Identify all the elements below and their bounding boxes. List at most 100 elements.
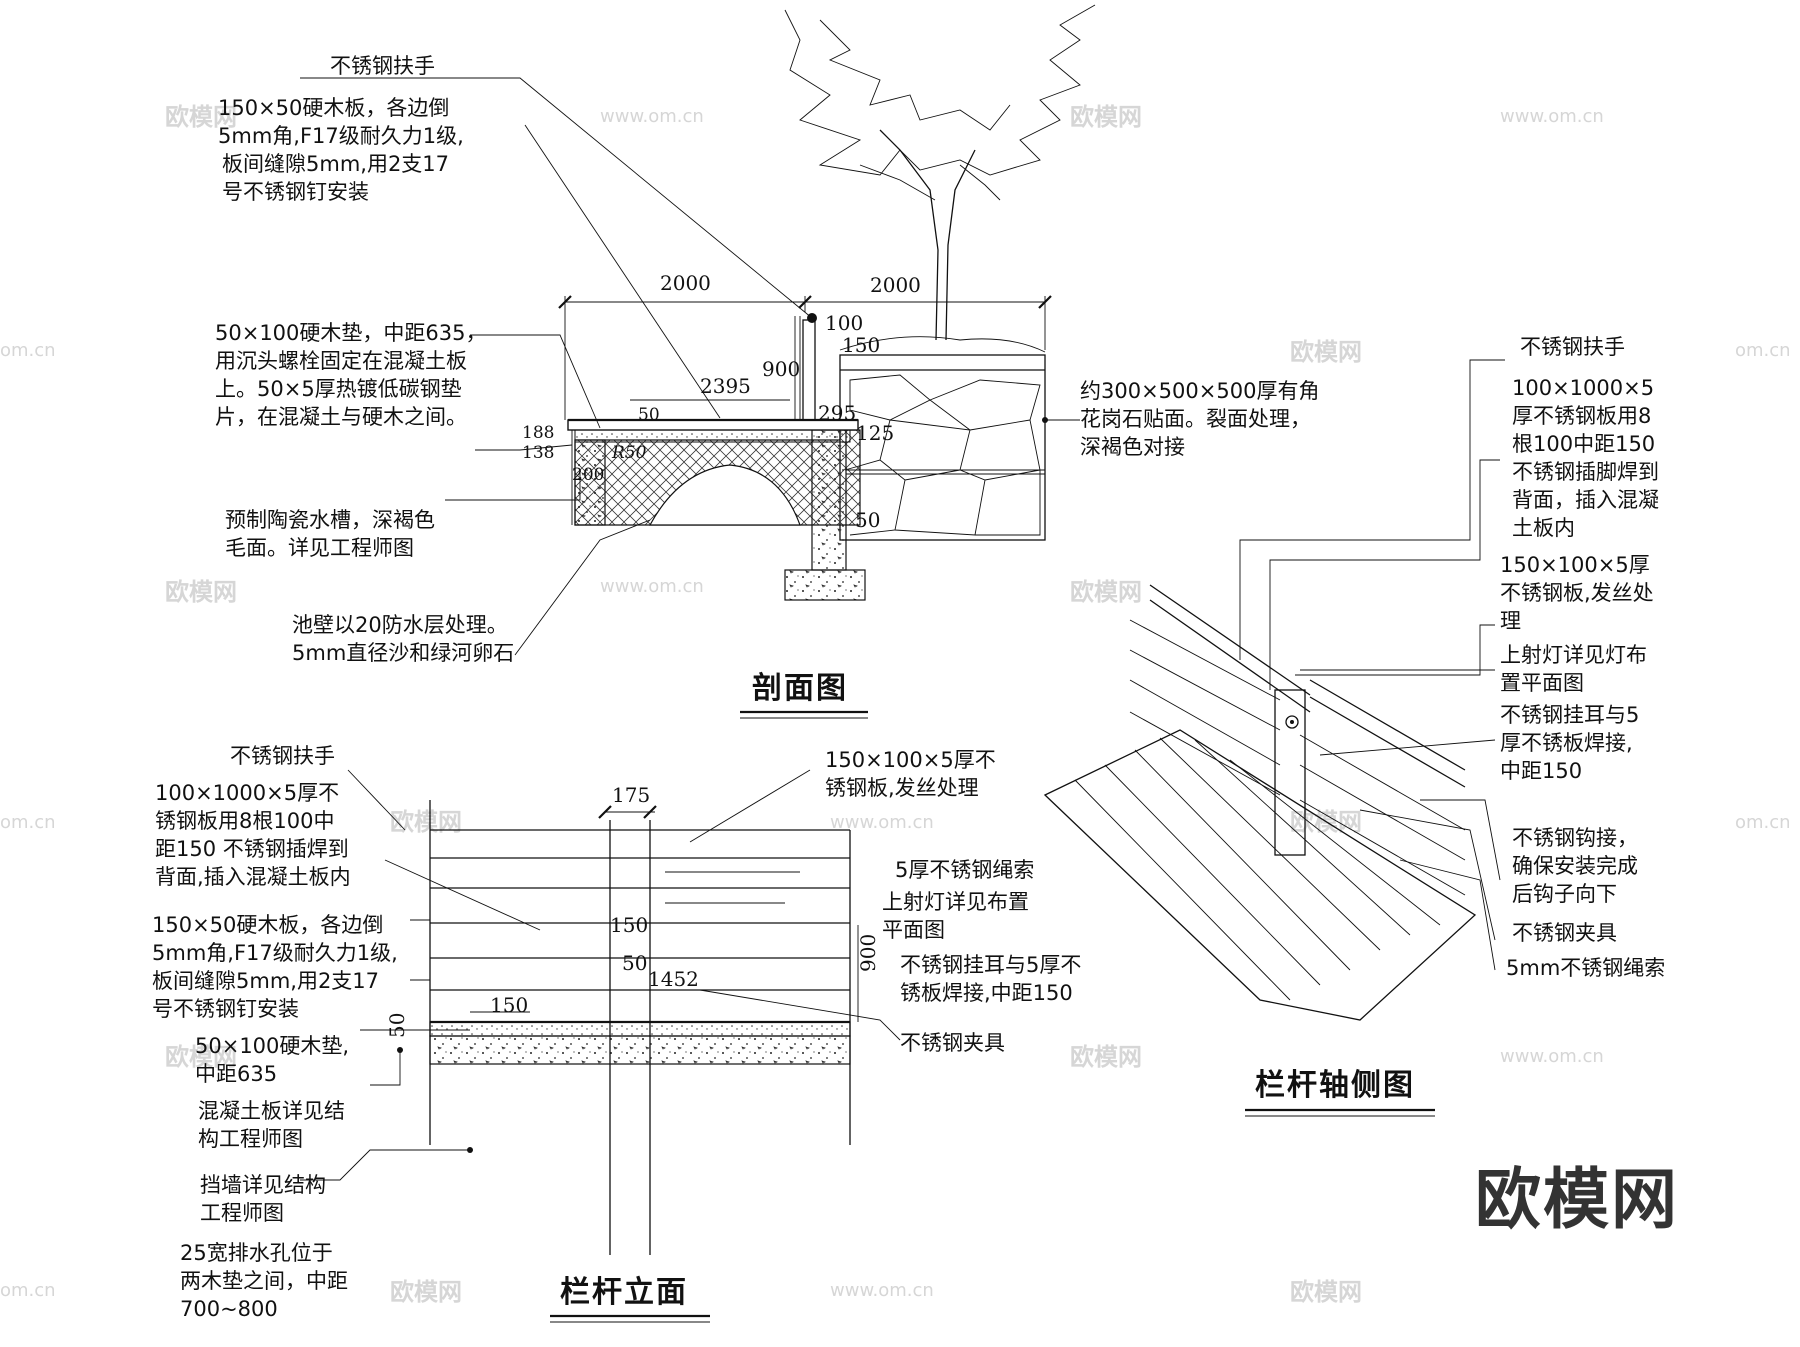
- label-plate: 不锈钢插脚焊到: [1512, 460, 1659, 484]
- dim-text: 295: [818, 401, 856, 425]
- label-board: 号不锈钢钉安装: [152, 997, 299, 1021]
- tree-illustration: [784, 4, 1096, 353]
- label-slab: 构工程师图: [198, 1127, 303, 1151]
- label-clamp: 不锈钢夹具: [900, 1031, 1005, 1055]
- dim-text: 100: [825, 311, 863, 335]
- label-granite: 约300×500×500厚有角: [1080, 379, 1319, 403]
- elevation-dimensions: 175 150 50 1452 900 150 50: [385, 783, 880, 1038]
- axon-title: 栏杆轴侧图: [1245, 1068, 1435, 1117]
- dim-text: 125: [856, 421, 894, 445]
- label-lug: 厚不锈板焊接,: [1500, 731, 1633, 755]
- label-pool: 5mm直径沙和绿河卵石: [292, 641, 514, 665]
- dim-text: 50: [385, 1013, 409, 1038]
- label-board: 板间缝隙5mm,用2支17: [222, 152, 449, 176]
- label-lug: 锈板焊接,中距150: [900, 981, 1073, 1005]
- label-handrail: 不锈钢扶手: [330, 54, 435, 78]
- watermark-url: www.om.cn: [830, 1280, 934, 1301]
- watermark-url: www.om.cn: [600, 106, 704, 127]
- label-drain: 两木垫之间，中距: [180, 1269, 348, 1293]
- watermark-text: 欧模网: [1290, 1278, 1362, 1306]
- section-title: 剖面图: [740, 671, 868, 719]
- dim-text: 50: [638, 405, 660, 425]
- section-drawing: 2000 2000 100 150 900 2395 50 295 188 13…: [215, 4, 1319, 719]
- watermark-url: om.cn: [0, 1280, 56, 1301]
- label-joist: 上。50×5厚热镀低碳钢垫: [215, 377, 462, 401]
- watermark-layer: 欧模网 欧模网 欧模网 欧模网 欧模网 欧模网 欧模网 欧模网 欧模网 欧模网 …: [0, 103, 1791, 1306]
- watermark-url: www.om.cn: [830, 812, 934, 833]
- watermark-text: 欧模网: [165, 1043, 237, 1071]
- label-light: 上射灯详见灯布: [1500, 643, 1647, 667]
- label-plate: 背面,插入混凝土板内: [155, 865, 351, 889]
- dim-text: 150: [610, 913, 648, 937]
- elevation-title: 栏杆立面: [550, 1275, 710, 1323]
- watermark-url: www.om.cn: [600, 576, 704, 597]
- elevation-leaders: [300, 769, 901, 1181]
- label-light: 置平面图: [1500, 671, 1584, 695]
- watermark-text: 欧模网: [1070, 103, 1142, 131]
- dim-text: 2395: [700, 374, 751, 398]
- label-board: 板间缝隙5mm,用2支17: [152, 969, 379, 993]
- watermark-url: om.cn: [1735, 812, 1791, 833]
- label-gutter: 毛面。详见工程师图: [225, 536, 414, 560]
- section-leaders: [300, 77, 1080, 656]
- dim-text: 900: [762, 357, 800, 381]
- label-joist: 用沉头螺栓固定在混凝土板: [215, 349, 467, 373]
- label-top-plate: 150×100×5厚不: [825, 748, 996, 772]
- watermark-text: 欧模网: [1290, 338, 1362, 366]
- section-labels: 不锈钢扶手 150×50硬木板，各边倒 5mm角,F17级耐久力1级, 板间缝隙…: [215, 54, 1319, 665]
- label-wall: 工程师图: [200, 1201, 284, 1225]
- dim-text: R50: [611, 443, 647, 463]
- dim-text: 175: [612, 783, 650, 807]
- section-dimensions: 2000 2000 100 150 900 2395 50 295 188 13…: [522, 271, 1052, 532]
- label-plate: 100×1000×5: [1512, 376, 1654, 400]
- dim-text: 50: [622, 951, 647, 975]
- axon-title-text: 栏杆轴侧图: [1255, 1068, 1415, 1103]
- label-hook: 后钩子向下: [1512, 882, 1617, 906]
- deck-surface: [567, 418, 859, 443]
- watermark-url: www.om.cn: [1500, 106, 1604, 127]
- label-plate: 根100中距150: [1512, 432, 1655, 456]
- watermark-text: 欧模网: [165, 578, 237, 606]
- dim-text: 138: [522, 443, 554, 463]
- dim-text: 188: [522, 423, 554, 443]
- dim-text: 50: [855, 508, 880, 532]
- brand-logo: 欧模网: [1475, 1161, 1679, 1238]
- elevation-title-text: 栏杆立面: [560, 1275, 688, 1310]
- label-granite: 花岗石贴面。裂面处理，: [1080, 407, 1311, 431]
- dim-text: 2000: [870, 273, 921, 297]
- label-slab: 混凝土板详见结: [198, 1099, 345, 1123]
- watermark-url: om.cn: [0, 340, 56, 361]
- watermark-text: 欧模网: [1070, 578, 1142, 606]
- watermark-text: 欧模网: [165, 103, 237, 131]
- axon-labels: 不锈钢扶手 100×1000×5 厚不锈钢板用8 根100中距150 不锈钢插脚…: [1500, 335, 1665, 980]
- watermark-url: www.om.cn: [1500, 1046, 1604, 1067]
- dim-text: 150: [490, 993, 528, 1017]
- label-plate: 距150 不锈钢插焊到: [155, 837, 349, 861]
- label-handrail: 不锈钢扶手: [230, 744, 335, 768]
- elevation-drawing: 175 150 50 1452 900 150 50: [152, 744, 1081, 1323]
- label-lug: 不锈钢挂耳与5: [1500, 703, 1639, 727]
- label-joist: 片，在混凝土与硬木之间。: [215, 405, 467, 429]
- watermark-url: om.cn: [1735, 340, 1791, 361]
- label-handrail: 不锈钢扶手: [1520, 335, 1625, 359]
- axon-rails: [1129, 584, 1466, 896]
- label-cable: 5mm不锈钢绳索: [1506, 956, 1665, 980]
- axon-deck: [1043, 729, 1477, 1021]
- label-top-plate: 理: [1500, 609, 1521, 633]
- label-granite: 深褐色对接: [1080, 435, 1185, 459]
- label-hook: 不锈钢钩接，: [1512, 826, 1638, 850]
- dim-text: 2000: [660, 271, 711, 295]
- dim-text: 150: [842, 333, 880, 357]
- watermark-text: 欧模网: [1070, 1043, 1142, 1071]
- label-light: 平面图: [882, 918, 945, 942]
- elevation-deck: [429, 1020, 851, 1065]
- axon-drawing: 不锈钢扶手 100×1000×5 厚不锈钢板用8 根100中距150 不锈钢插脚…: [1043, 335, 1665, 1117]
- label-board: 号不锈钢钉安装: [222, 180, 369, 204]
- label-board: 5mm角,F17级耐久力1级,: [218, 124, 464, 148]
- label-pool: 池壁以20防水层处理。: [292, 613, 508, 637]
- label-clamp: 不锈钢夹具: [1512, 921, 1617, 945]
- label-joist: 50×100硬木垫，中距635，: [215, 321, 486, 345]
- watermark-text: 欧模网: [390, 1278, 462, 1306]
- label-lug: 中距150: [1500, 759, 1582, 783]
